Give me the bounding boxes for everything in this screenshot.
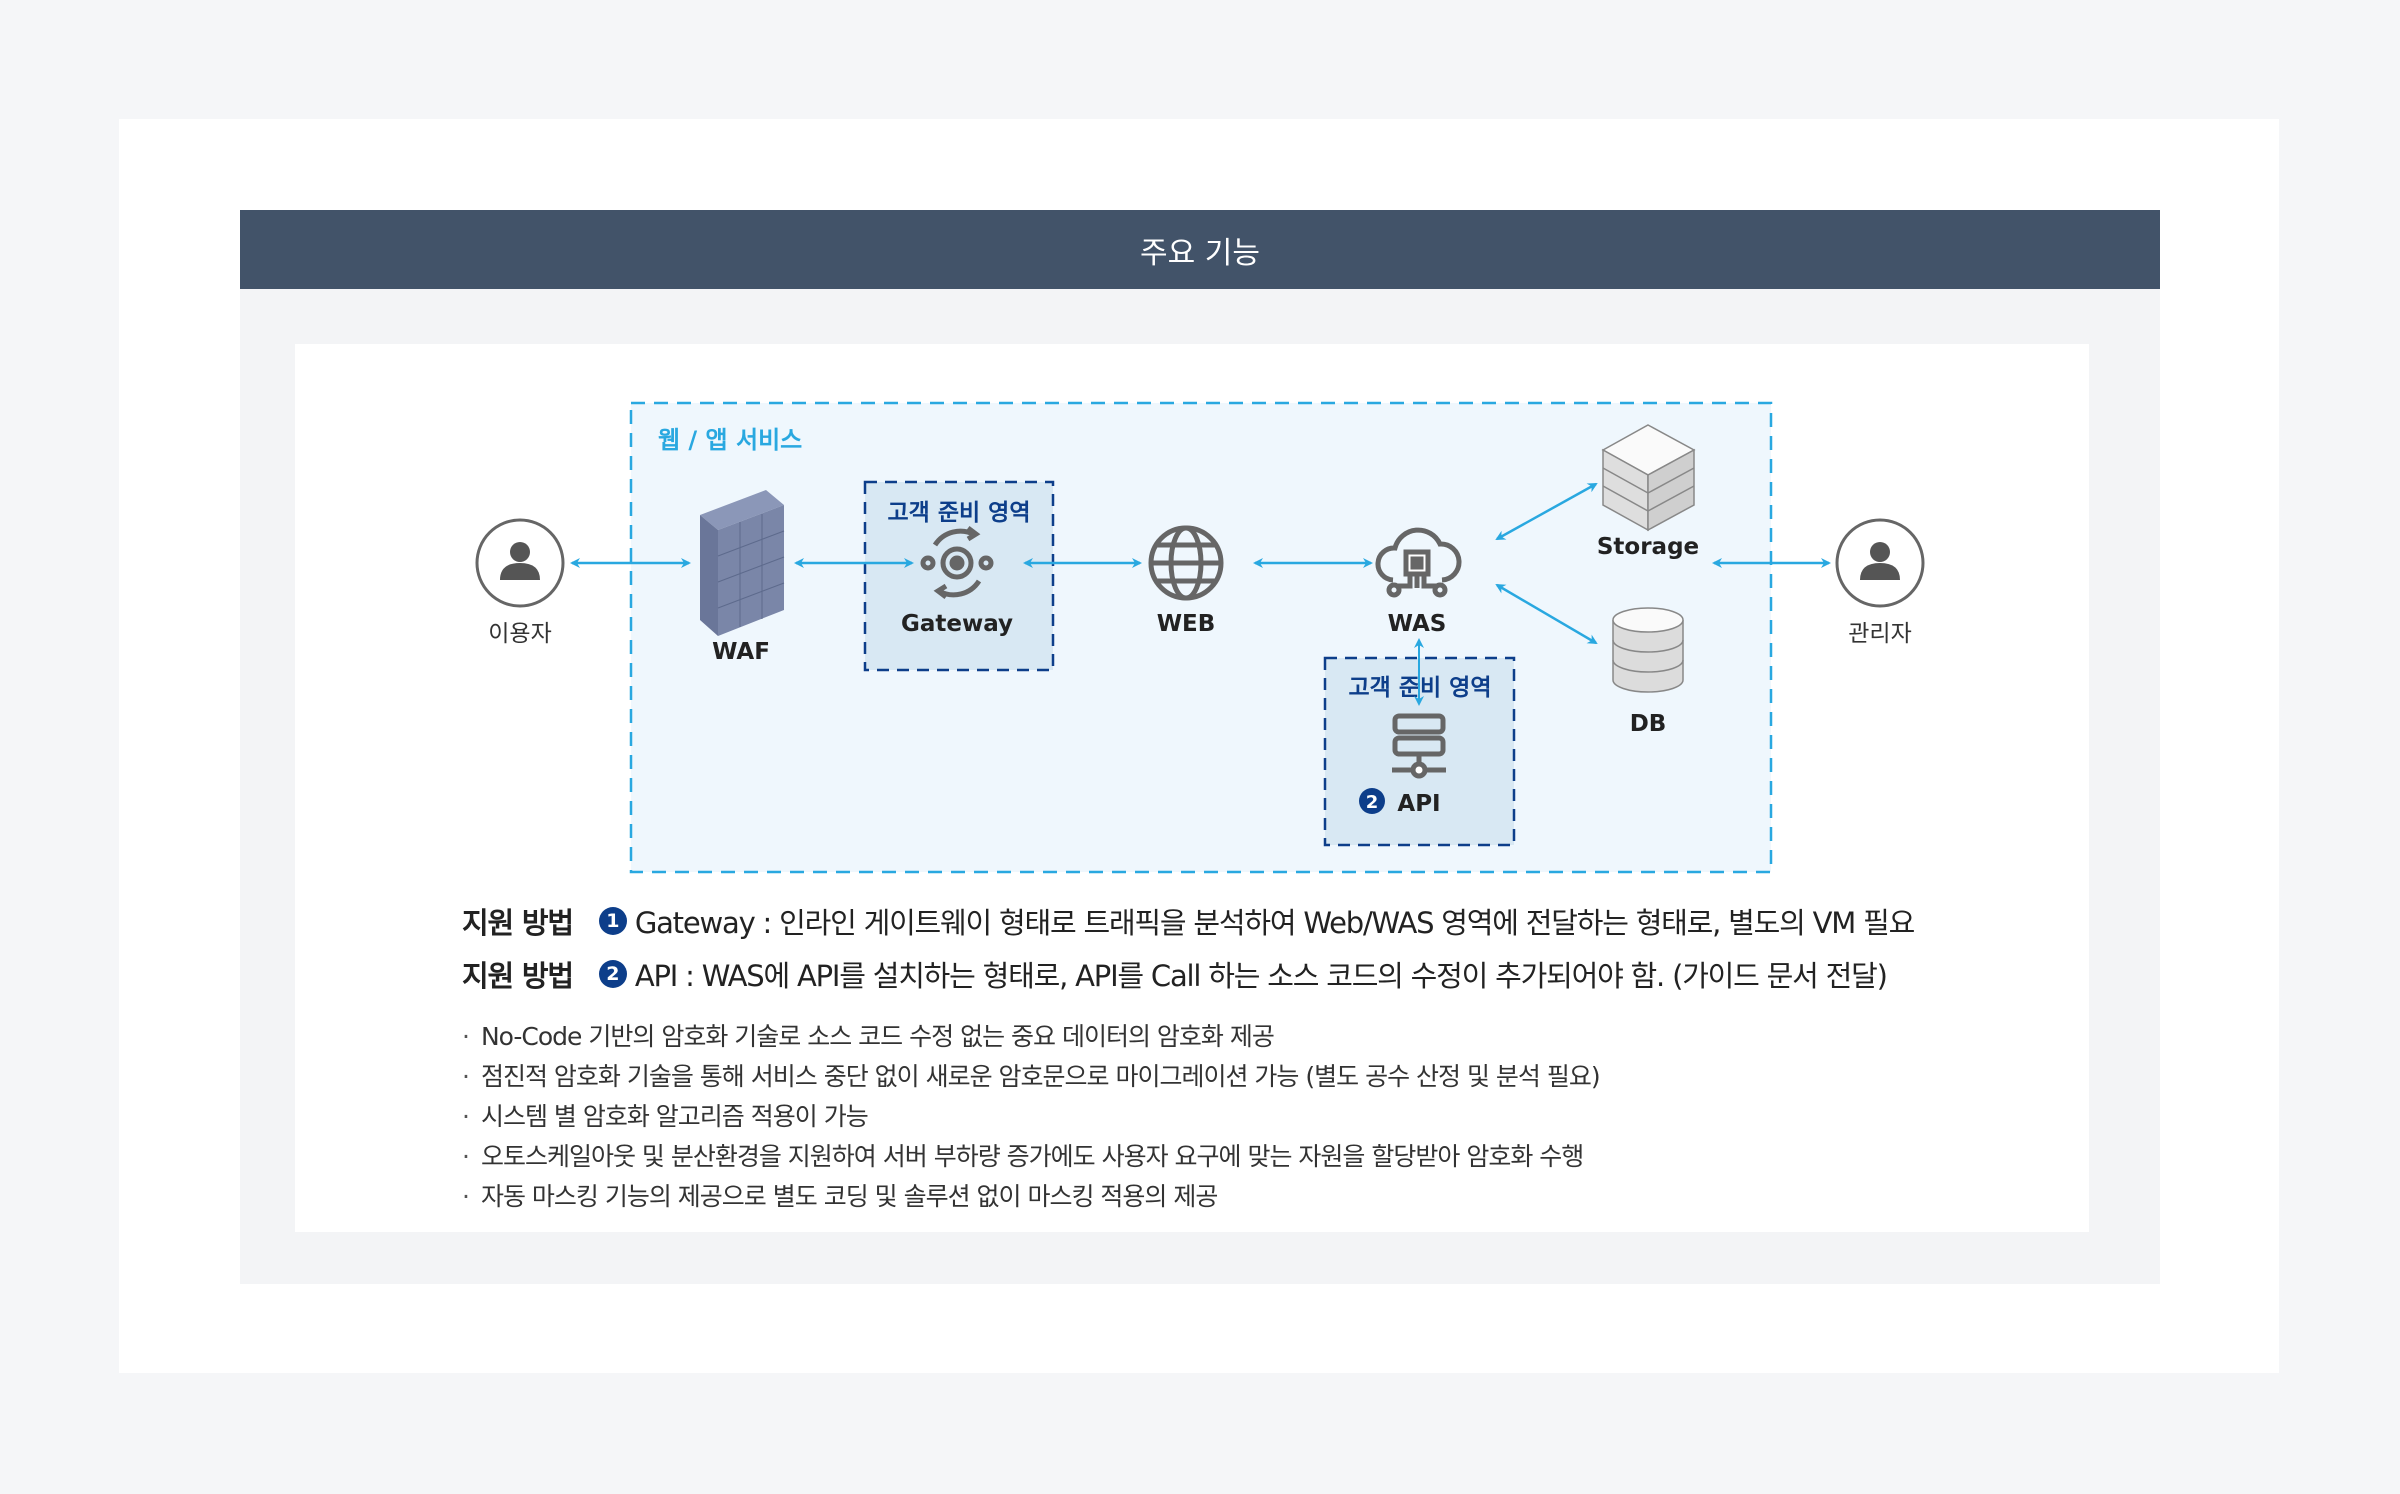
gateway-zone-label: 고객 준비 영역 [888,500,1031,526]
method-label: 지원 방법 [462,959,574,993]
storage-label: Storage [1597,534,1699,560]
feature-item: 오토스케일아웃 및 분산환경을 지원하여 서버 부하량 증가에도 사용자 요구에… [462,1137,1600,1177]
waf-label: WAF [712,639,770,665]
was-label: WAS [1388,611,1447,637]
db-label: DB [1630,711,1667,737]
web-app-service-zone [629,401,1773,874]
api-label: API [1397,791,1440,817]
firewall-icon [700,490,785,636]
web-label: WEB [1157,611,1216,637]
gateway-icon [920,526,994,599]
api-number-badge [1359,788,1385,814]
zone-label: 웹 / 앱 서비스 [658,426,802,454]
gateway-label: Gateway [901,611,1013,637]
support-method-gateway: 지원 방법 1 Gateway : 인라인 게이트웨이 형태로 트래픽을 분석하… [462,900,1915,942]
user-label: 이용자 [488,621,551,647]
globe-icon [1148,525,1224,601]
method-number-badge: 2 [598,960,627,988]
feature-item: 시스템 별 암호화 알고리즘 적용이 가능 [462,1097,1600,1137]
support-method-api: 지원 방법 2 API : WAS에 API를 설치하는 형태로, API를 C… [462,953,1888,995]
user-icon [475,518,565,608]
feature-item: No-Code 기반의 암호화 기술로 소스 코드 수정 없는 중요 데이터의 … [462,1017,1600,1057]
section-title: 주요 기능 [1140,235,1260,271]
cloud-chip-icon [1375,527,1462,598]
feature-item: 자동 마스킹 기능의 제공으로 별도 코딩 및 솔루션 없이 마스킹 적용의 제… [462,1177,1600,1217]
api-number: 2 [1366,792,1379,813]
section-header: 주요 기능 [240,210,2160,289]
arrow-was-storage [1495,482,1598,541]
method-text: Gateway : 인라인 게이트웨이 형태로 트래픽을 분석하여 Web/WA… [634,906,1915,940]
feature-list: No-Code 기반의 암호화 기술로 소스 코드 수정 없는 중요 데이터의 … [462,1017,1601,1217]
arrow-was-db [1495,583,1598,645]
storage-icon [1601,424,1696,532]
method-number-badge: 1 [598,907,627,935]
admin-label: 관리자 [1848,621,1911,647]
feature-item: 점진적 암호화 기술을 통해 서비스 중단 없이 새로운 암호문으로 마이그레이… [462,1057,1601,1097]
method-text: API : WAS에 API를 설치하는 형태로, API를 Call 하는 소… [634,959,1888,993]
admin-icon [1835,518,1925,608]
server-icon [1392,713,1446,779]
database-icon [1612,607,1684,693]
method-label: 지원 방법 [462,906,574,940]
